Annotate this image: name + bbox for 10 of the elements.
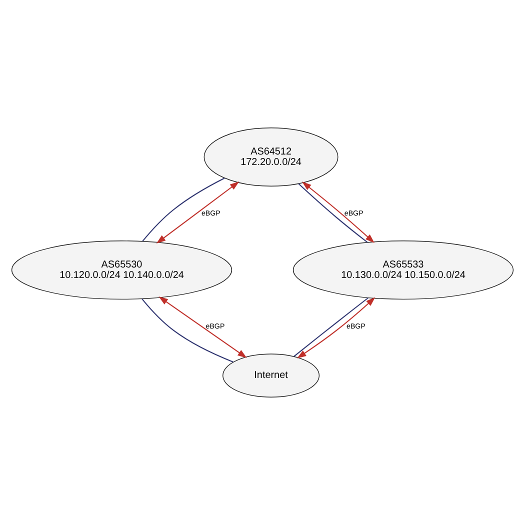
connector — [298, 183, 368, 243]
node-ellipse: AS65530 10.120.0.0/24 10.140.0.0/24 — [11, 240, 232, 300]
arrow — [156, 182, 240, 244]
node-ellipse: AS64512 172.20.0.0/24 — [204, 127, 338, 186]
connector — [142, 298, 234, 362]
arrow — [302, 182, 374, 243]
node-ellipse: AS65533 10.130.0.0/24 10.150.0.0/24 — [292, 240, 514, 300]
arrow — [158, 296, 247, 358]
node-ellipse: Internet — [222, 354, 320, 398]
connector — [142, 178, 225, 242]
